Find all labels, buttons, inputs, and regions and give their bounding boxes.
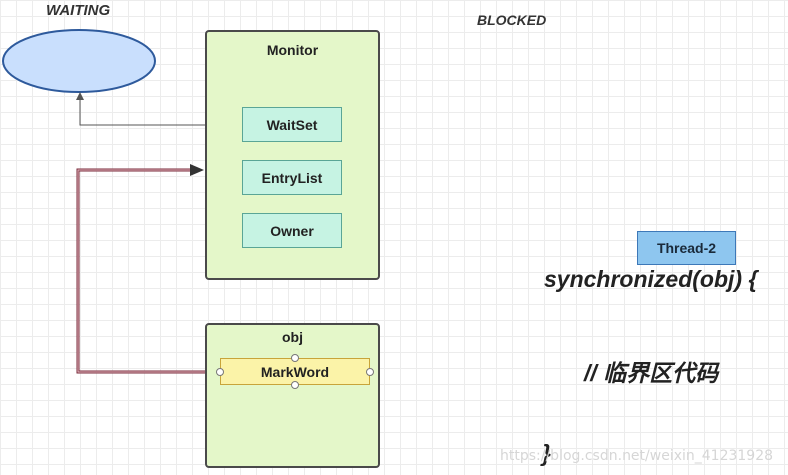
blocked-label: BLOCKED [477,12,547,28]
waitset-to-waiting-arrow [76,92,243,126]
monitor-title: Monitor [266,42,319,58]
owner-box: Owner [242,213,342,248]
resize-handle-top[interactable] [291,354,299,362]
waitset-box: WaitSet [242,107,342,142]
code-line-comment: // 临界区代码 [584,360,719,386]
code-line-synchronized: synchronized(obj) { [544,266,758,292]
markword-to-monitor-link [76,168,220,374]
waiting-label: WAITING [46,2,111,19]
thread-2-box: Thread-2 [637,231,736,265]
monitor-arrowhead [190,164,204,176]
obj-box: obj [205,323,380,468]
resize-handle-bottom[interactable] [291,381,299,389]
obj-title: obj [282,329,303,345]
waiting-ellipse [2,29,156,93]
entrylist-box: EntryList [242,160,342,195]
watermark: https://blog.csdn.net/weixin_41231928 [500,448,774,464]
markword-to-monitor-link-inner [77,169,220,373]
code-line-close-brace: } [542,440,551,466]
resize-handle-right[interactable] [366,368,374,376]
resize-handle-left[interactable] [216,368,224,376]
